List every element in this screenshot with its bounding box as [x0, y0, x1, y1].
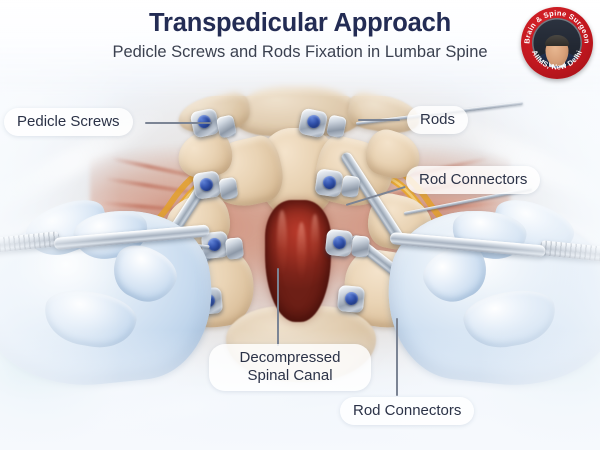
surgeon-portrait-photo	[532, 18, 582, 68]
screw-cap	[306, 113, 322, 130]
callout-rod-connectors-bottom[interactable]: Rod Connectors	[340, 397, 475, 425]
rod-connector-left-mid	[218, 176, 239, 201]
callout-decompressed-spinal-canal[interactable]: Decompressed Spinal Canal	[209, 344, 371, 391]
pedicle-screw-right-lower	[324, 228, 354, 258]
portrait-hair	[545, 35, 569, 46]
pedicle-screw-left-mid	[192, 170, 222, 200]
callout-rod-connectors-top[interactable]: Rod Connectors	[406, 166, 541, 194]
callout-pedicle-screws[interactable]: Pedicle Screws	[4, 108, 133, 136]
screw-cap	[207, 237, 222, 252]
page-subtitle: Pedicle Screws and Rods Fixation in Lumb…	[112, 43, 488, 61]
callout-line-1: Decompressed	[239, 349, 341, 366]
pedicle-screw-right-sacral	[336, 284, 366, 314]
rod-connector-right-lower	[350, 235, 371, 258]
leader-line-rod-connectors-bottom	[396, 318, 398, 396]
pedicle-screw-right-mid	[314, 168, 344, 198]
leader-line-pedicle-screws	[145, 122, 212, 124]
rod-connector-right-mid	[340, 174, 361, 199]
screw-cap	[322, 175, 337, 190]
screw-cap	[344, 291, 359, 306]
leader-line-rods	[358, 119, 400, 121]
decompressed-spinal-canal-region	[265, 200, 331, 322]
page-title: Transpedicular Approach	[149, 9, 451, 37]
callout-rods[interactable]: Rods	[407, 106, 469, 134]
callout-line-2: Spinal Canal	[247, 367, 333, 385]
leader-line-decompressed-spinal-canal	[277, 268, 279, 346]
header: Transpedicular Approach Pedicle Screws a…	[0, 0, 600, 62]
rod-connector-left-lower	[224, 237, 245, 260]
screw-cap	[199, 177, 214, 192]
surgeon-logo-badge[interactable]: Brain & Spine Surgeon AIIMS, New Delhi	[521, 7, 593, 79]
screw-cap	[332, 235, 347, 250]
depth-blur-top	[0, 0, 600, 96]
